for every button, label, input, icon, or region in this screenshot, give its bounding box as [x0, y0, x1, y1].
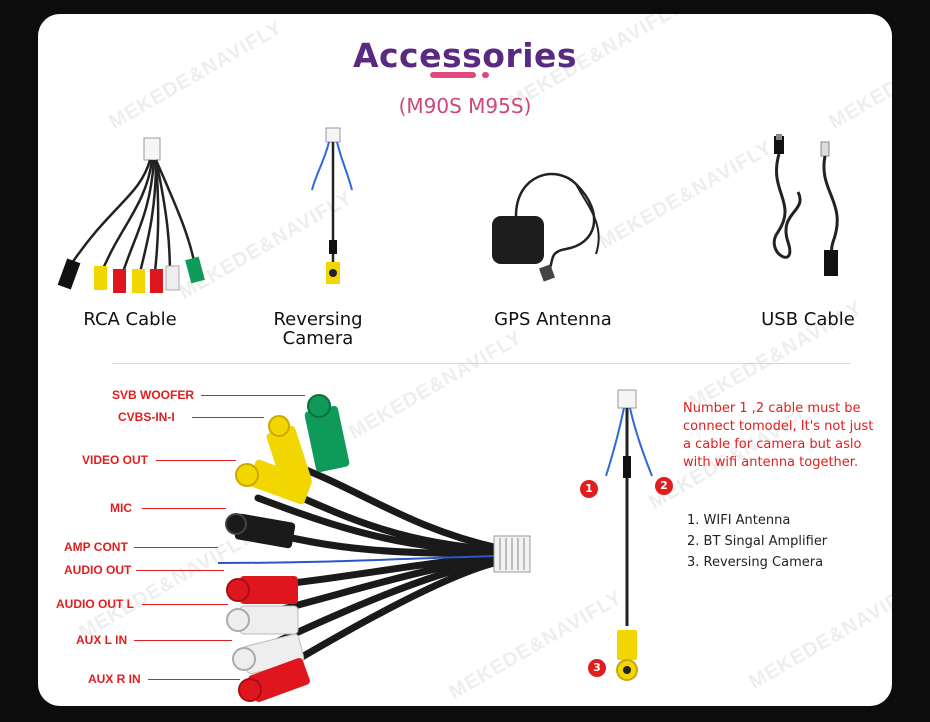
badge-2: 2 [655, 477, 673, 495]
rca-cable-label: RCA Cable [83, 309, 177, 330]
leader-video-out [156, 460, 236, 461]
label-cvbs-in: CVBS-IN-I [118, 410, 175, 424]
list-item: 3. Reversing Camera [687, 555, 824, 570]
leader-svb-woofer [201, 395, 305, 396]
usb-cable-image [772, 134, 839, 276]
label-aux-r-in: AUX R IN [88, 672, 141, 686]
rca-cable-image [57, 137, 205, 293]
label-video-out: VIDEO OUT [82, 453, 149, 467]
badge-1: 1 [580, 480, 598, 498]
model-subtitle: (M90S M95S) [398, 94, 532, 118]
accessories-card: MEKEDE&NAVIFLY MEKEDE&NAVIFLY MEKEDE&NAV… [38, 14, 892, 706]
watermark: MEKEDE&NAVIFLY [595, 136, 777, 254]
gps-antenna-image [492, 172, 600, 282]
label-mic: MIC [110, 501, 132, 515]
label-amp-cont: AMP CONT [64, 540, 128, 554]
label-audio-out: AUDIO OUT [64, 563, 132, 577]
camera-cable-diagram [605, 389, 653, 681]
list-item: 2. BT Singal Amplifier [687, 534, 828, 549]
watermark: MEKEDE&NAVIFLY [745, 576, 892, 694]
leader-amp-cont [134, 547, 218, 548]
reversing-camera-label-line1: Reversing [273, 309, 363, 330]
reversing-camera-image [311, 127, 353, 284]
leader-audio-out-l [142, 604, 228, 605]
label-svb-woofer: SVB WOOFER [112, 388, 195, 402]
label-audio-out-l: AUDIO OUT L [56, 597, 134, 611]
camera-cable-list: 1. WIFI Antenna 2. BT Singal Amplifier 3… [687, 510, 827, 573]
leader-mic [142, 508, 226, 509]
page-title: Accessories [352, 36, 578, 75]
label-aux-l-in: AUX L IN [76, 633, 128, 647]
reversing-camera-label: Reversing Camera [258, 310, 378, 348]
camera-cable-note: Number 1 ,2 cable must be connect tomode… [683, 401, 874, 470]
title-underline [430, 72, 476, 78]
gps-antenna-label: GPS Antenna [494, 309, 612, 330]
rca-cable-diagram [217, 394, 531, 702]
section-divider [112, 363, 850, 364]
leader-aux-l-in [134, 640, 232, 641]
leader-aux-r-in [148, 679, 240, 680]
leader-audio-out [136, 570, 224, 571]
list-item: 1. WIFI Antenna [687, 513, 791, 528]
badge-3: 3 [588, 659, 606, 677]
reversing-camera-label-line2: Camera [282, 328, 354, 349]
leader-cvbs-in [192, 417, 264, 418]
title-underline-dot [482, 72, 489, 78]
usb-cable-label: USB Cable [761, 309, 855, 330]
